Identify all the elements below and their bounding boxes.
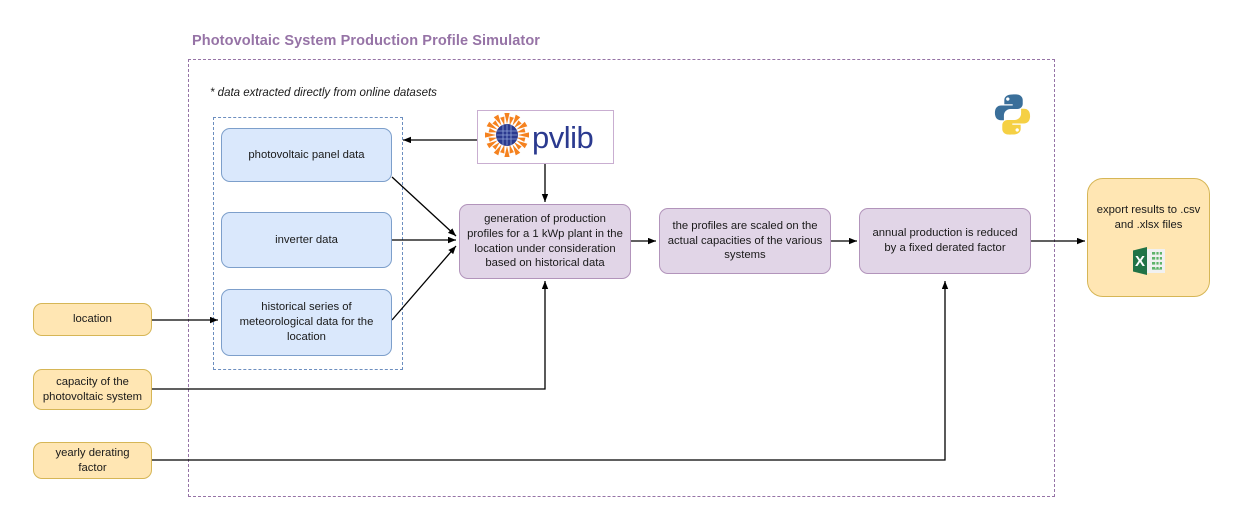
process-box-generation[interactable]: generation of production profiles for a …: [459, 204, 631, 279]
dataset-label: historical series of meteorological data…: [239, 301, 374, 343]
python-logo-icon: [990, 92, 1035, 137]
export-label: export results to .csv and .xlsx files: [1096, 204, 1201, 231]
page-title: Photovoltaic System Production Profile S…: [192, 33, 541, 49]
process-box-scaling[interactable]: the profiles are scaled on the actual ca…: [659, 208, 831, 274]
dataset-box-inverter-data[interactable]: inverter data: [221, 212, 392, 268]
output-box-export[interactable]: export results to .csv and .xlsx files X: [1087, 178, 1210, 297]
dataset-label: inverter data: [275, 233, 338, 246]
input-box-location[interactable]: location: [33, 303, 152, 336]
svg-text:X: X: [1134, 253, 1144, 270]
simulator-boundary: [188, 59, 1055, 497]
datasets-note: * data extracted directly from online da…: [210, 87, 437, 99]
dataset-label: photovoltaic panel data: [248, 148, 365, 161]
dataset-box-historical-meteorological-data[interactable]: historical series of meteorological data…: [221, 289, 392, 356]
input-box-derating-factor[interactable]: yearly derating factor: [33, 442, 152, 479]
input-label: location: [73, 313, 112, 326]
excel-icon: X: [1132, 245, 1166, 282]
process-box-derating[interactable]: annual production is reduced by a fixed …: [859, 208, 1031, 274]
input-label: capacity of the photovoltaic system: [42, 375, 143, 403]
input-label: yearly derating factor: [55, 446, 130, 474]
process-label: the profiles are scaled on the actual ca…: [667, 219, 823, 262]
pvlib-wordmark: pvlib: [532, 119, 594, 155]
dataset-box-photovoltaic-panel-data[interactable]: photovoltaic panel data: [221, 128, 392, 182]
input-box-capacity[interactable]: capacity of the photovoltaic system: [33, 369, 152, 410]
pvlib-logo: pvlib: [477, 110, 614, 164]
process-label: generation of production profiles for a …: [467, 212, 623, 270]
process-label: annual production is reduced by a fixed …: [872, 227, 1018, 254]
pvlib-sun-icon: [484, 112, 530, 163]
